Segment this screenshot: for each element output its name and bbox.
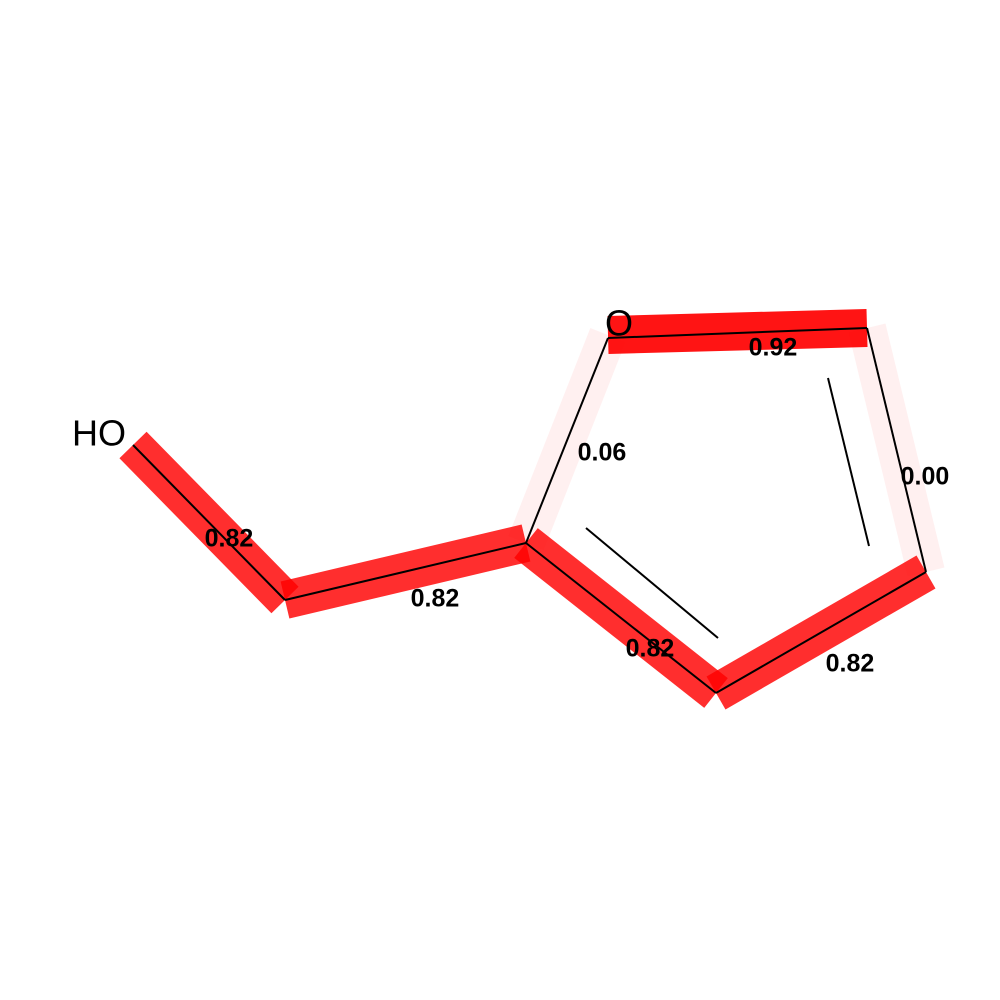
weight-label-layer: 0.82 0.82 0.06 0.92 0.00 0.82 0.82 (205, 334, 950, 678)
bond-oring-c5-weight-label: 0.92 (749, 334, 798, 362)
bond-ch2-c2-line (284, 542, 527, 601)
bond-ho-ch2-line (132, 444, 286, 601)
bond-oring-c5-line (607, 327, 868, 339)
bond-c4-c3-weight-label: 0.82 (826, 650, 875, 678)
bond-c2-oring-weight-label: 0.06 (578, 439, 627, 467)
bond-layer (132, 327, 927, 694)
highlight-layer (119, 309, 945, 710)
bond-ho-ch2-weight-label: 0.82 (205, 525, 254, 553)
bond-c4-c3-line (715, 571, 927, 694)
bond-c3-c2-weight-label: 0.82 (626, 635, 675, 663)
atom-layer: HO O (72, 303, 633, 454)
bond-c3-c2-double-line (585, 527, 719, 639)
atom-label-o_ring: O (605, 303, 633, 344)
atom-label-o_hydroxyl: HO (72, 413, 126, 454)
bond-c5-c4-double-line (827, 377, 870, 547)
bond-c3-c2-line (525, 542, 717, 694)
bond-c2-oring-line (525, 337, 609, 544)
bond-c5-c4-line (866, 327, 927, 573)
bond-c5-c4-weight-label: 0.00 (901, 463, 950, 491)
bond-ch2-c2-weight-label: 0.82 (411, 585, 460, 613)
